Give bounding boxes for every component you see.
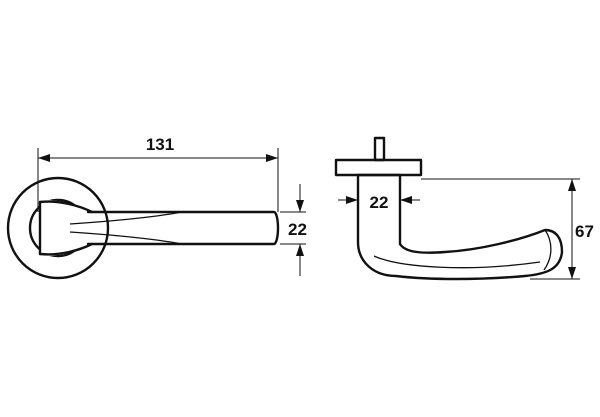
lever-sweep-upper — [69, 211, 183, 225]
spindle-offset-label: 22 — [370, 193, 389, 212]
handle-diameter-label: 22 — [288, 220, 307, 239]
length-label: 131 — [146, 135, 174, 154]
side-lever-body — [356, 173, 564, 281]
spindle — [373, 136, 386, 162]
lever-bar — [86, 210, 280, 246]
front-view — [6, 176, 280, 280]
side-lever-tip — [543, 229, 552, 271]
rose-outer-circle — [6, 176, 110, 280]
height-label: 67 — [575, 222, 594, 241]
side-lever-sweep — [373, 255, 541, 269]
side-rose — [334, 158, 423, 177]
dimension-handle-diameter: 22 — [280, 184, 307, 276]
neck-top — [38, 200, 94, 214]
lever-sweep-lower — [69, 231, 183, 245]
dimension-height: 67 — [421, 178, 594, 280]
side-view — [334, 136, 564, 281]
dimension-spindle-offset: 22 — [338, 176, 420, 218]
dimension-length: 131 — [37, 135, 279, 212]
neck-bottom — [38, 242, 94, 256]
